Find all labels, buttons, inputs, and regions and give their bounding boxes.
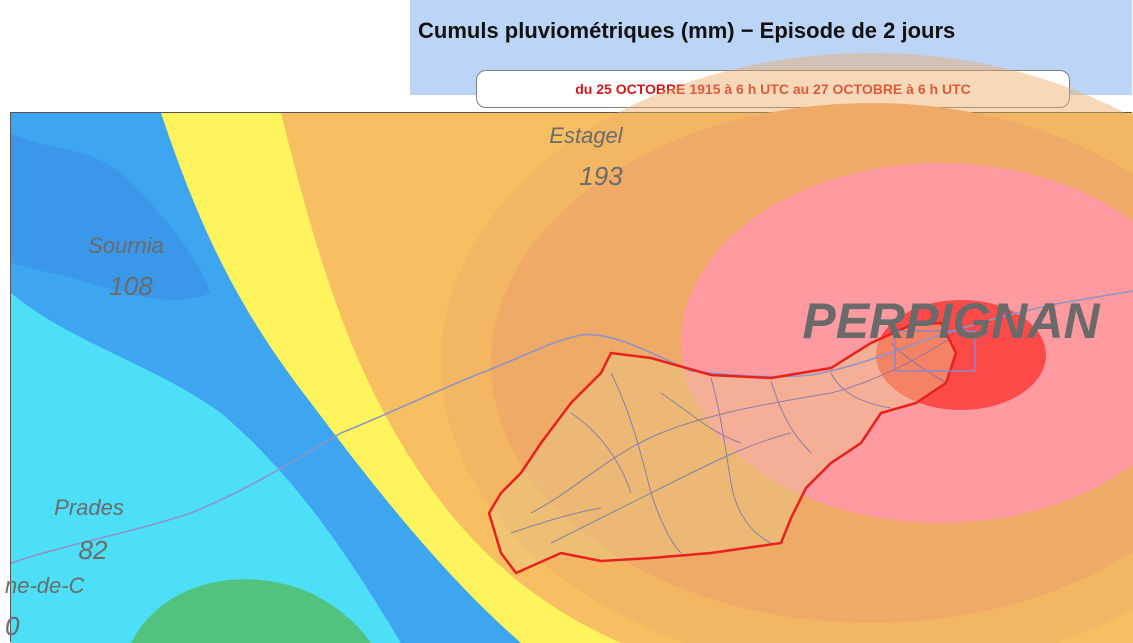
rainfall-map-canvas: Estagel 193 Sournia 108 Prades 82 ne-de-… xyxy=(5,53,1133,643)
perpignan-urban-box xyxy=(894,330,976,372)
station-partial-name: ne-de-C xyxy=(5,573,85,598)
river-network xyxy=(510,337,952,554)
zone-very-low xyxy=(11,293,401,643)
period-text: du 25 OCTOBRE 1915 à 6 h UTC au 27 OCTOB… xyxy=(575,81,971,97)
rainfall-map[interactable]: Estagel 193 Sournia 108 Prades 82 ne-de-… xyxy=(5,53,1133,643)
department-border xyxy=(10,290,1133,564)
city-perpignan-label: PERPIGNAN xyxy=(802,293,1100,349)
station-prades-name: Prades xyxy=(54,495,124,520)
station-estagel-value: 193 xyxy=(579,161,623,191)
zone-heavy xyxy=(876,300,1046,410)
zone-lowest xyxy=(131,579,371,643)
station-sournia-name: Sournia xyxy=(88,233,164,258)
station-partial-value: 0 xyxy=(5,611,20,641)
catchment-outline xyxy=(487,321,958,575)
station-estagel-name: Estagel xyxy=(549,123,623,148)
period-label: du 25 OCTOBRE 1915 à 6 h UTC au 27 OCTOB… xyxy=(476,70,1070,108)
station-sournia-value: 108 xyxy=(109,271,153,301)
station-prades-value: 82 xyxy=(79,535,108,565)
map-title: Cumuls pluviométriques (mm) − Episode de… xyxy=(418,18,956,43)
zone-low-dark xyxy=(11,133,211,300)
